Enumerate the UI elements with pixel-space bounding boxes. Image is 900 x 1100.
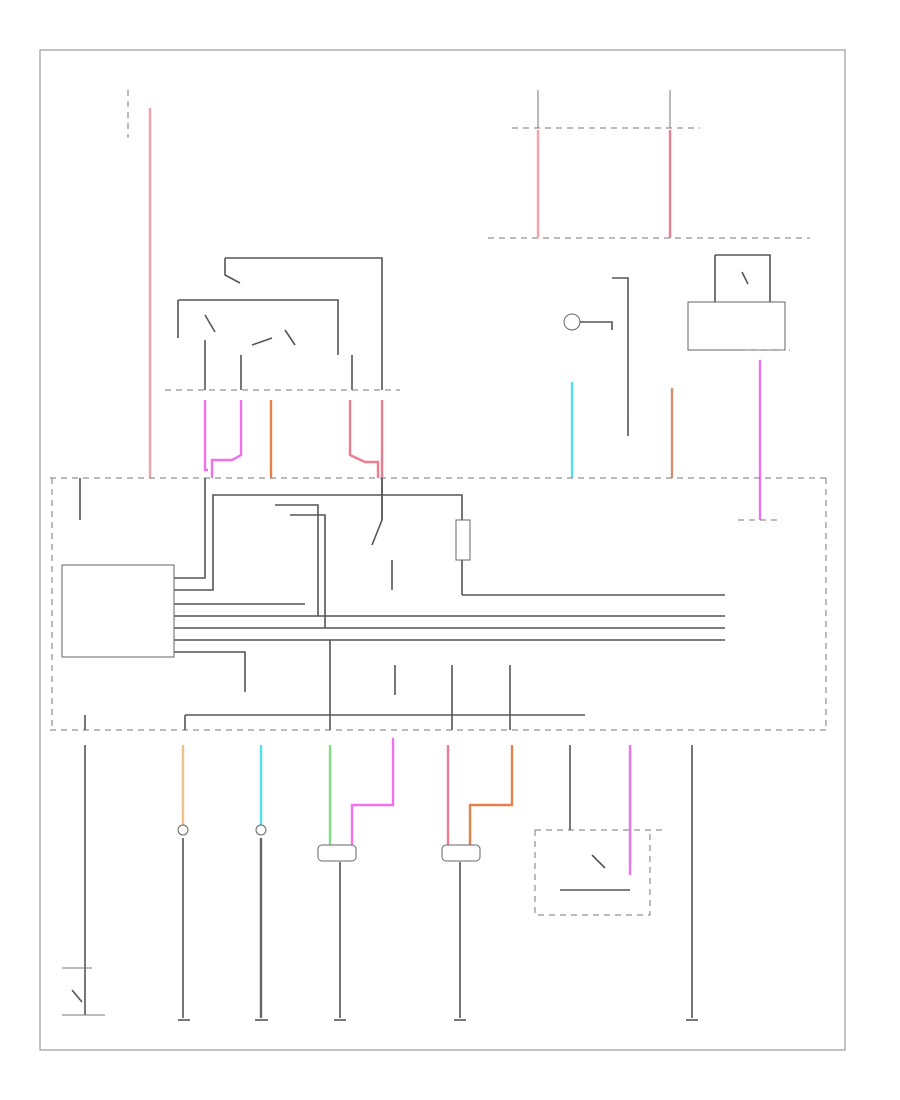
top-right-fuse-block — [488, 90, 810, 239]
high-beam-indicator — [687, 254, 790, 351]
right-front-lamp — [255, 745, 267, 1018]
headlamp-switch — [177, 257, 383, 390]
diagram-frame — [39, 49, 846, 1051]
right-headlamp — [441, 745, 514, 1018]
module-box — [61, 564, 175, 658]
module-lower-drops — [84, 640, 585, 730]
wire-switch-violet-a — [203, 400, 208, 472]
module-fuse — [79, 478, 206, 545]
module-output-lines — [174, 494, 725, 692]
left-headlamp — [317, 738, 395, 1018]
headlamp-relay — [455, 519, 471, 595]
park-brake-switch — [62, 745, 105, 1016]
left-front-lamp — [177, 745, 189, 1018]
relay-switch — [371, 478, 393, 590]
wire-switch-violet-b — [210, 400, 243, 478]
courtesy-switch-box — [534, 745, 665, 916]
wire-switch-red-a — [348, 400, 380, 478]
instrument-cluster — [563, 277, 629, 436]
